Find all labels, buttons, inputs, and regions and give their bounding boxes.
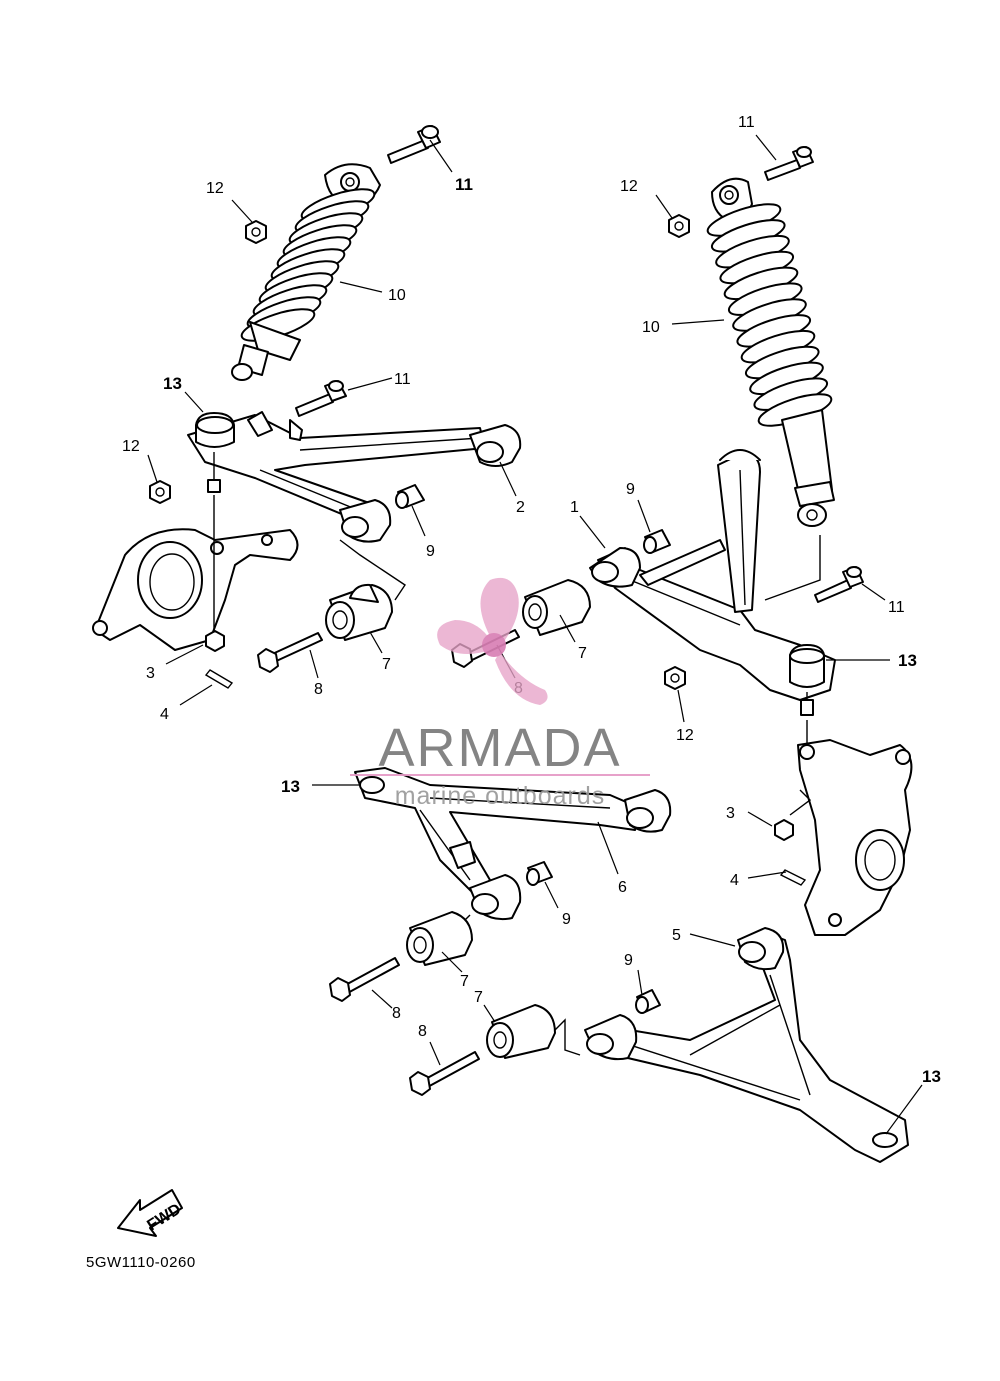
callout-12: 12: [620, 178, 638, 195]
callout-5: 5: [672, 927, 681, 944]
cotter-pin-4-right[interactable]: [779, 869, 807, 886]
callout-11: 11: [888, 599, 905, 616]
callout-12: 12: [122, 438, 140, 455]
nut-12-c[interactable]: [149, 480, 171, 504]
collar-9-c[interactable]: [526, 861, 553, 886]
right-knuckle[interactable]: [797, 739, 913, 936]
callout-13: 13: [281, 777, 300, 796]
left-shock-absorber[interactable]: [231, 163, 381, 381]
nut-12-d[interactable]: [664, 666, 686, 690]
armada-watermark: ARMADA marine outboards: [350, 577, 650, 810]
diagram-code: 5GW1110-0260: [86, 1254, 196, 1271]
lower-left-arm[interactable]: [354, 767, 672, 921]
bushing-7-lower-b[interactable]: [486, 1004, 556, 1059]
callout-8: 8: [392, 1005, 401, 1022]
lower-right-arm[interactable]: [584, 927, 909, 1163]
right-shock-absorber[interactable]: [704, 177, 835, 527]
collar-9-b[interactable]: [643, 529, 671, 554]
nut-12-a[interactable]: [245, 220, 267, 244]
callout-9: 9: [626, 481, 635, 498]
callout-13: 13: [898, 651, 917, 670]
callout-7: 7: [578, 645, 587, 662]
callout-11: 11: [738, 114, 755, 131]
callout-8: 8: [314, 681, 323, 698]
bolt-11-top-right[interactable]: [764, 146, 814, 181]
bushing-7-upper-right[interactable]: [522, 579, 591, 636]
callout-7: 7: [474, 989, 483, 1006]
callout-numbers: 11 12 10 11 12 10 11 13 12 2 9 1 9 11 13…: [122, 114, 941, 1086]
callout-12: 12: [676, 727, 694, 744]
collar-9-d[interactable]: [635, 989, 661, 1014]
bolt-8-upper-left[interactable]: [257, 632, 323, 673]
bolt-11-mid-right[interactable]: [814, 566, 864, 603]
watermark-tagline: marine outboards: [395, 782, 606, 810]
callout-9: 9: [562, 911, 571, 928]
castle-nut-3-left[interactable]: [205, 630, 225, 652]
upper-left-arm[interactable]: [187, 411, 522, 543]
propeller-logo-icon: [437, 577, 548, 705]
callout-3: 3: [146, 665, 155, 682]
callout-10: 10: [388, 287, 406, 304]
castle-nut-3-right[interactable]: [774, 819, 794, 841]
callout-3: 3: [726, 805, 735, 822]
ball-joint-13-right[interactable]: [789, 644, 825, 716]
leader-lines: [147, 134, 923, 1135]
callout-7: 7: [460, 973, 469, 990]
bushing-7-upper-left[interactable]: [325, 583, 393, 641]
bolt-8-lower-a[interactable]: [329, 957, 400, 1002]
left-knuckle[interactable]: [92, 528, 299, 651]
callout-6: 6: [618, 879, 627, 896]
callout-9: 9: [624, 952, 633, 969]
callout-4: 4: [160, 706, 169, 723]
ball-joint-13-left[interactable]: [195, 412, 235, 493]
callout-2: 2: [516, 499, 525, 516]
callout-11: 11: [394, 371, 411, 388]
callout-8: 8: [418, 1023, 427, 1040]
bushing-7-lower-a[interactable]: [406, 911, 473, 966]
callout-10: 10: [642, 319, 660, 336]
bolt-11-top-left[interactable]: [387, 125, 441, 164]
watermark-brand: ARMADA: [378, 718, 621, 778]
fwd-arrow-icon: FWD: [117, 1189, 184, 1237]
callout-13: 13: [922, 1067, 941, 1086]
callout-1: 1: [570, 499, 579, 516]
bolt-11-mid-left[interactable]: [295, 380, 347, 417]
callout-12: 12: [206, 180, 224, 197]
guide-lines: [213, 495, 821, 1056]
callout-13: 13: [163, 374, 182, 393]
bolt-8-lower-b[interactable]: [409, 1051, 480, 1096]
collar-9-a[interactable]: [395, 484, 425, 509]
callout-11: 11: [455, 175, 473, 194]
nut-12-b[interactable]: [668, 214, 690, 238]
cotter-pin-4-left[interactable]: [204, 669, 234, 689]
upper-right-arm[interactable]: [589, 449, 836, 701]
callout-4: 4: [730, 872, 739, 889]
callout-9: 9: [426, 543, 435, 560]
callout-7: 7: [382, 656, 391, 673]
